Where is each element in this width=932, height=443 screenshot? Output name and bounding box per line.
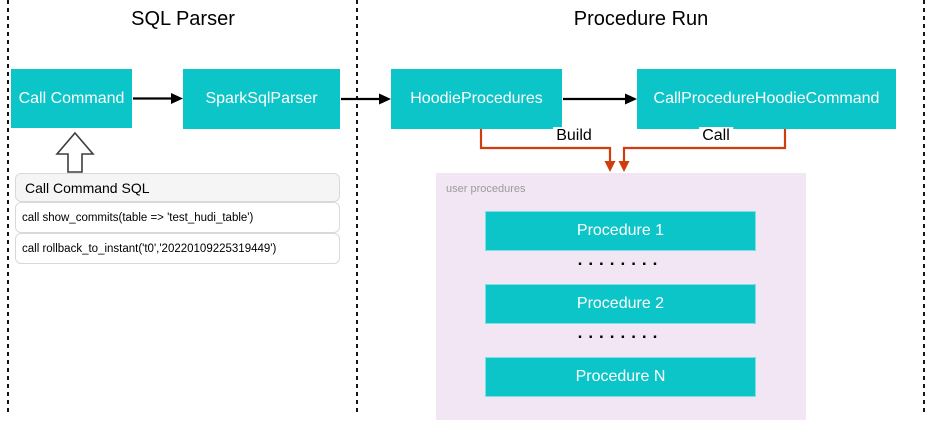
node-procedure-n: Procedure N (485, 357, 756, 397)
arrow-hoodieprocedures-to-callprocedurehoodiecommand (563, 93, 637, 105)
sql-table-row: call show_commits(table => 'test_hudi_ta… (15, 202, 340, 233)
edge-label-call: Call (699, 127, 733, 145)
section-title-sql-parser: SQL Parser (131, 8, 235, 30)
sql-table-header: Call Command SQL (15, 173, 340, 202)
sql-table-row: call rollback_to_instant('t0','202201092… (15, 233, 340, 264)
user-procedures-panel: user procedures Procedure 1 ........ Pro… (436, 173, 806, 420)
build-connector (479, 129, 616, 172)
node-spark-sql-parser: SparkSqlParser (183, 69, 340, 129)
arrowhead-icon (171, 93, 183, 104)
section-title-procedure-run: Procedure Run (573, 8, 709, 30)
ellipsis-dots: ........ (577, 250, 664, 269)
arrowhead-icon (604, 161, 616, 172)
node-procedure-1: Procedure 1 (485, 211, 756, 251)
edge-label-build: Build (553, 127, 595, 145)
hollow-up-arrow-icon (55, 131, 95, 173)
arrowhead-icon (379, 93, 391, 105)
node-hoodie-procedures: HoodieProcedures (391, 69, 562, 129)
user-procedures-label: user procedures (446, 183, 526, 195)
node-procedure-2: Procedure 2 (485, 284, 756, 324)
call-connector (618, 129, 787, 172)
arrowhead-icon (618, 161, 630, 172)
ellipsis-dots: ........ (577, 323, 664, 342)
arrow-sparksqlparser-to-hoodieprocedures (341, 93, 391, 105)
node-call-procedure-hoodie-command: CallProcedureHoodieCommand (637, 69, 896, 129)
arrow-callcommand-to-sparksqlparser (133, 93, 183, 104)
arrowhead-icon (625, 93, 637, 105)
node-call-command: Call Command (11, 69, 132, 128)
